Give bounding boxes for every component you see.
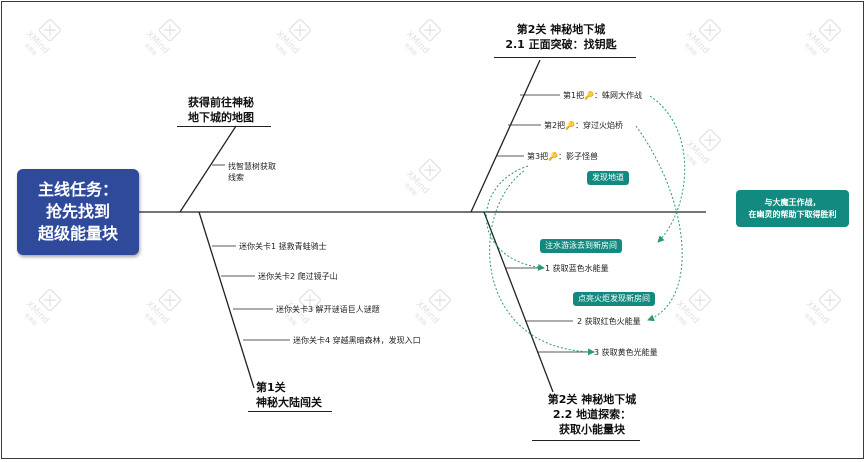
level2a-item-2-text: ：穿过火焰桥 [575,121,624,130]
bone-level2b [483,211,554,393]
level1-item-2[interactable]: 迷你关卡2 爬过镜子山 [258,272,338,281]
level2a-item-1[interactable]: 第1把🔑：蛛网大作战 [563,90,642,101]
relation-bridge-to-red [635,125,683,322]
branch-level2a-underline [494,57,636,58]
level1-item-1[interactable]: 迷你关卡1 拯救青蛙骑士 [239,242,327,251]
level2a-item-2-prefix: 第2把 [544,121,566,130]
level2b-item-2[interactable]: 2 获取红色火能量 [577,317,641,326]
relation-label-torch[interactable]: 点亮火炬发现新房间 [573,292,655,306]
branch-level2b-underline [532,440,640,441]
relation-label-swim[interactable]: 注水游泳去到新房间 [540,239,622,253]
level2b-item-1[interactable]: 1 获取蓝色水能量 [545,264,609,273]
branch-level1-underline [248,411,332,412]
key-icon: 🔑 [548,152,559,161]
branch-map-item[interactable]: 找智慧树获取 线索 [228,162,276,182]
level2a-item-1-text: ：蛛网大作战 [594,91,643,100]
bone-map [179,125,237,213]
level1-item-4[interactable]: 迷你关卡4 穿越黑暗森林，发现入口 [293,336,421,345]
result-topic[interactable]: 与大魔王作战， 在幽灵的帮助下取得胜利 [736,190,849,227]
branch-level1-title[interactable]: 第1关 神秘大陆闯关 [256,381,322,409]
branch-map-title[interactable]: 获得前往神秘 地下城的地图 [188,96,254,124]
bone-level1 [198,211,255,389]
level2b-item-3[interactable]: 3 获取黄色光能量 [594,348,658,357]
level2a-item-3[interactable]: 第3把🔑：影子怪兽 [527,151,598,162]
relation-label-discover-tunnel[interactable]: 发现地道 [587,171,629,185]
level2a-item-3-prefix: 第3把 [527,152,549,161]
relation-web-to-fire-bridge [649,95,686,243]
key-icon: 🔑 [584,91,595,100]
level1-item-3[interactable]: 迷你关卡3 解开谜语巨人谜题 [276,305,380,314]
branch-map-underline [177,126,271,127]
branch-level2a-title[interactable]: 第2关 神秘地下城 2.1 正面突破：找钥匙 [505,23,617,51]
relation-tunnel-to-yellow [489,170,595,356]
result-topic-label: 与大魔王作战， 在幽灵的帮助下取得胜利 [748,197,837,219]
branch-level2b-title[interactable]: 第2关 神秘地下城 2.2 地道探索： 获取小能量块 [547,393,637,436]
main-topic-label: 主线任务： 抢先找到 超级能量块 [37,180,118,243]
main-topic[interactable]: 主线任务： 抢先找到 超级能量块 [17,169,139,255]
level2a-item-1-prefix: 第1把 [563,91,585,100]
bone-level2a [470,59,541,213]
key-icon: 🔑 [565,121,576,130]
level2a-item-3-text: ：影子怪兽 [558,152,599,161]
relation-shadow-to-water [485,165,545,271]
level2a-item-2[interactable]: 第2把🔑：穿过火焰桥 [544,120,623,131]
